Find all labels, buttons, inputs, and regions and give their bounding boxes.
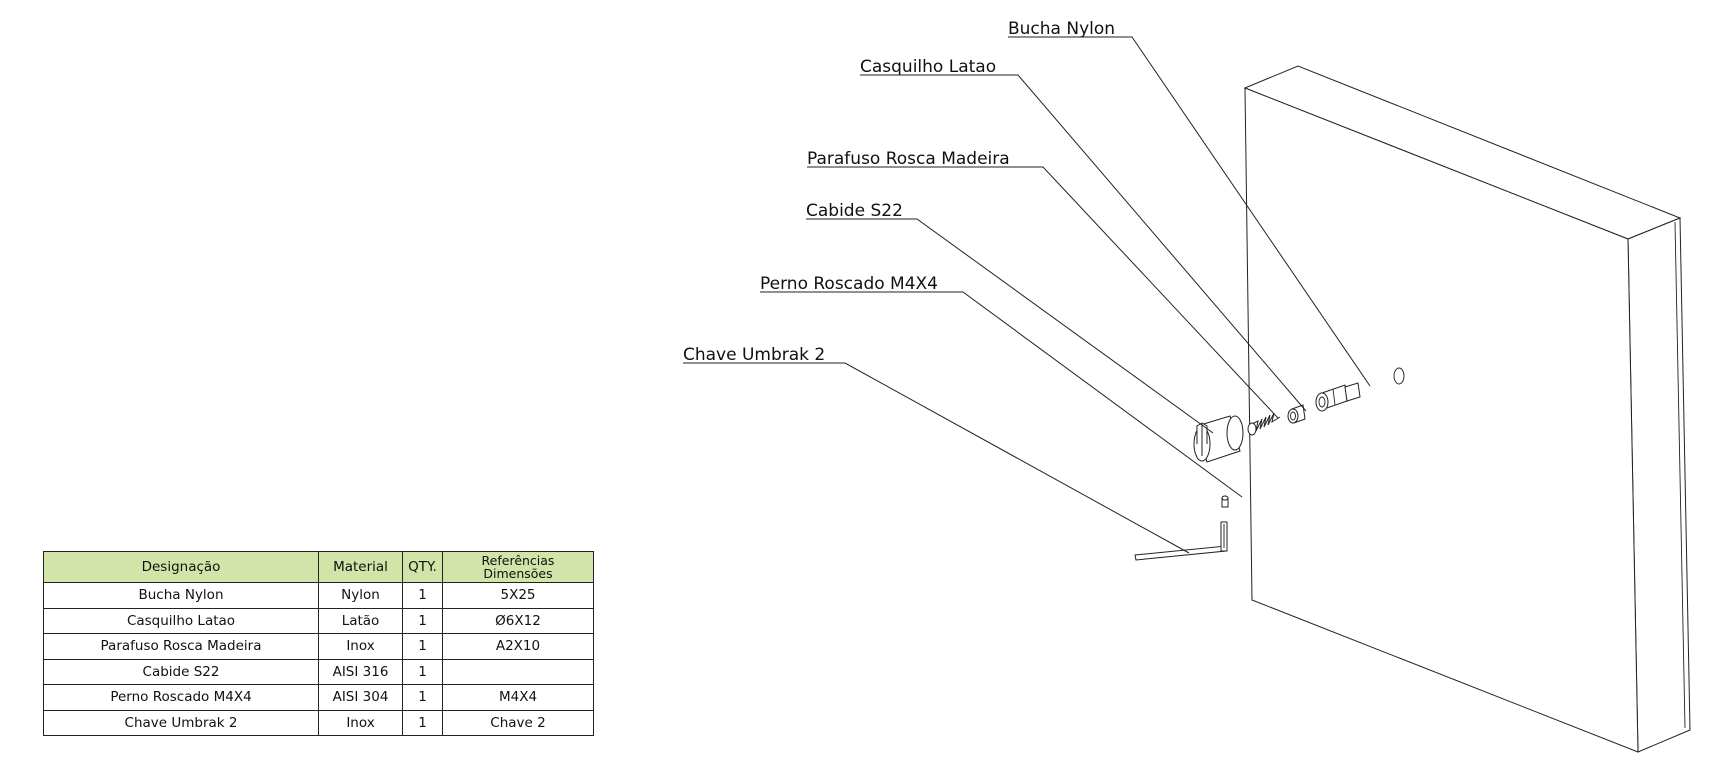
cell-qty: 1 — [402, 684, 443, 711]
perno-part — [1221, 495, 1229, 508]
callout-parafuso-rosca-madeira: Parafuso Rosca Madeira — [807, 149, 1010, 169]
header-ref-line1: Referências — [481, 553, 555, 568]
callout-casquilho-latao: Casquilho Latao — [860, 57, 996, 77]
cell-qty: 1 — [402, 658, 443, 685]
cell-designacao: Cabide S22 — [43, 658, 319, 685]
cell-material: Inox — [318, 633, 403, 660]
table-row: Cabide S22 AISI 316 1 — [43, 658, 594, 685]
cell-designacao: Perno Roscado M4X4 — [43, 684, 319, 711]
cell-ref: Ø6X12 — [442, 607, 594, 634]
cell-ref: M4X4 — [442, 684, 594, 711]
cabide-s22-part — [1193, 415, 1244, 463]
callout-cabide-s22: Cabide S22 — [806, 201, 903, 221]
header-material: Material — [318, 551, 403, 583]
header-ref-line2: Dimensões — [483, 566, 553, 581]
cell-designacao: Parafuso Rosca Madeira — [43, 633, 319, 660]
cell-designacao: Casquilho Latao — [43, 607, 319, 634]
cell-material: AISI 316 — [318, 658, 403, 685]
cell-qty: 1 — [402, 582, 443, 609]
chave-umbrak-part — [1134, 521, 1228, 561]
cell-ref — [442, 658, 594, 685]
table-row: Casquilho Latao Latão 1 Ø6X12 — [43, 607, 594, 634]
callout-perno-roscado: Perno Roscado M4X4 — [760, 274, 938, 294]
bom-header-row: Designação Material QTY. Referências Dim… — [43, 551, 594, 583]
cell-qty: 1 — [402, 633, 443, 660]
header-qty: QTY. — [402, 551, 443, 583]
cell-material: Nylon — [318, 582, 403, 609]
cell-qty: 1 — [402, 709, 443, 736]
header-referencias: Referências Dimensões — [442, 551, 594, 583]
table-row: Parafuso Rosca Madeira Inox 1 A2X10 — [43, 633, 594, 660]
wall-hole — [1393, 367, 1405, 385]
cell-material: AISI 304 — [318, 684, 403, 711]
callout-chave-umbrak: Chave Umbrak 2 — [683, 345, 825, 365]
parafuso-part — [1247, 412, 1281, 436]
cell-ref: Chave 2 — [442, 709, 594, 736]
bill-of-materials: Designação Material QTY. Referências Dim… — [43, 551, 594, 736]
table-row: Perno Roscado M4X4 AISI 304 1 M4X4 — [43, 684, 594, 711]
cell-ref: A2X10 — [442, 633, 594, 660]
cell-designacao: Bucha Nylon — [43, 582, 319, 609]
cell-material: Latão — [318, 607, 403, 634]
cell-qty: 1 — [402, 607, 443, 634]
header-designacao: Designação — [43, 551, 319, 583]
callout-bucha-nylon: Bucha Nylon — [1008, 19, 1115, 39]
wall-panel — [1243, 65, 1691, 753]
table-row: Chave Umbrak 2 Inox 1 Chave 2 — [43, 709, 594, 736]
bucha-nylon-part — [1315, 382, 1361, 412]
casquilho-latao-part — [1287, 404, 1306, 424]
cell-ref: 5X25 — [442, 582, 594, 609]
cell-material: Inox — [318, 709, 403, 736]
cell-designacao: Chave Umbrak 2 — [43, 709, 319, 736]
table-row: Bucha Nylon Nylon 1 5X25 — [43, 582, 594, 609]
